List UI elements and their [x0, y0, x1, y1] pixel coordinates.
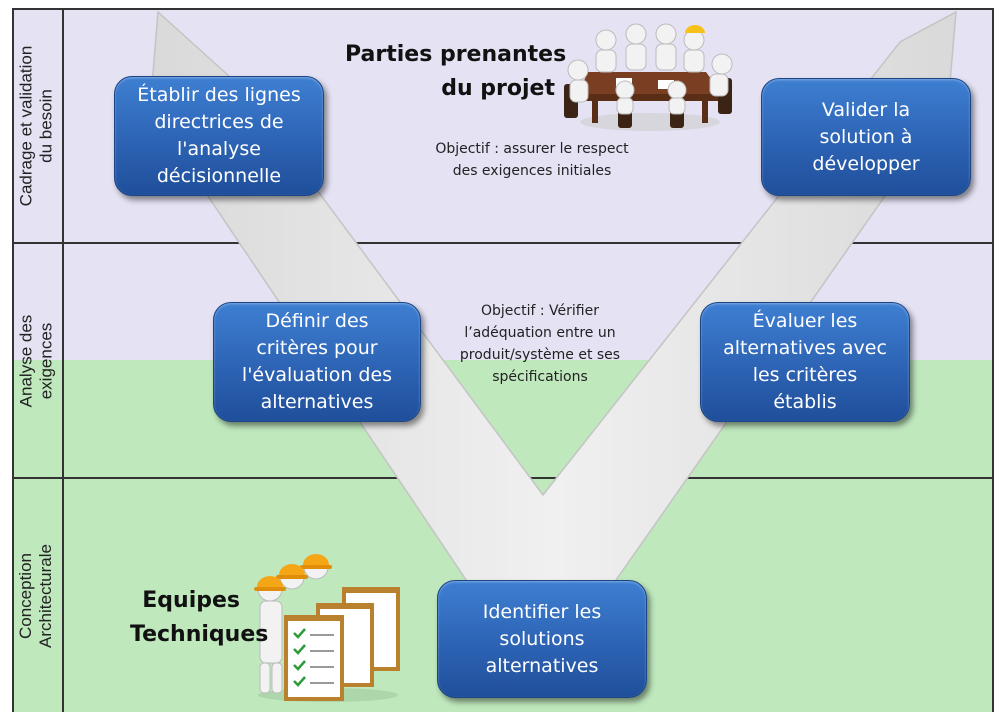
objective-top: Objectif : assurer le respect des exigen…: [435, 141, 629, 179]
meeting-people-icon: [564, 23, 733, 131]
left-border: [12, 8, 14, 712]
right-border: [992, 8, 994, 712]
top-border: [12, 8, 994, 10]
step-valider-box: Valider la solution à développer: [761, 78, 971, 196]
stakeholders-title: Parties prenantes du projet: [345, 42, 567, 101]
engineers-clipboard-icon: [254, 554, 400, 702]
step-etablir-box: Établir des lignes directrices de l'anal…: [114, 76, 324, 196]
step-identifier-box: Identifier les solutions alternatives: [437, 580, 647, 698]
row-divider-1: [12, 242, 994, 244]
step-definir-box: Définir des critères pour l'évaluation d…: [213, 302, 421, 422]
label-column-divider: [62, 8, 64, 712]
technical-teams-title: Equipes Techniques: [130, 588, 269, 647]
objective-middle: Objectif : Vérifier l’adéquation entre u…: [459, 303, 621, 385]
step-evaluer-box: Évaluer les alternatives avec les critèr…: [700, 302, 910, 422]
